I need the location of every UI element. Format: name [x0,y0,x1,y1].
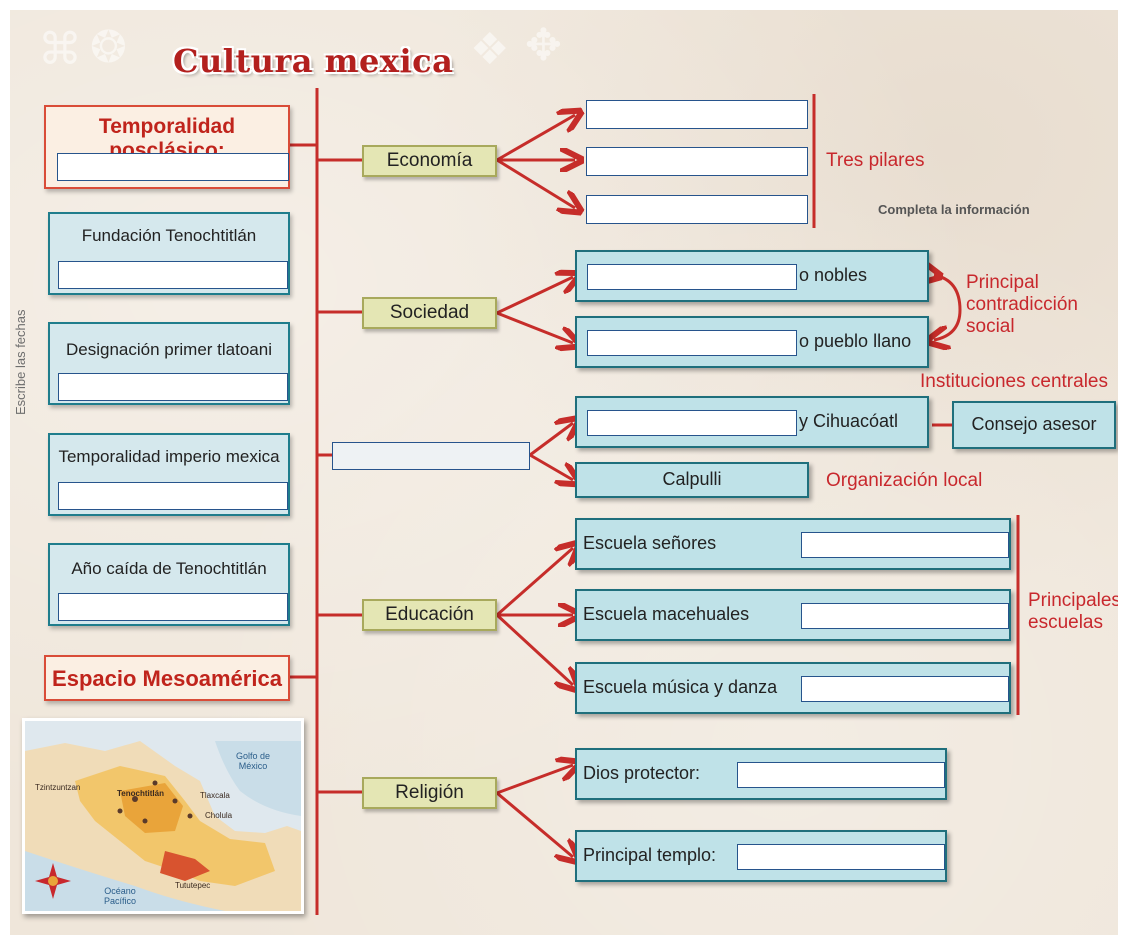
escuela-macehuales-label: Escuela macehuales [583,604,750,624]
category-economia: Economía [362,145,497,177]
calpulli-label: Calpulli [662,469,722,489]
fundacion-input[interactable] [58,261,288,289]
tlatoani-input[interactable] [587,410,797,436]
sociedad-row-nobles: o nobles [575,250,929,302]
gobierno-row-cihuacoatl: y Cihuacóatl [575,396,929,448]
pueblo-label: o pueblo llano [799,331,912,351]
designacion-label: Designación primer tlatoani [66,340,272,359]
escuela-row-1: Escuela señores [575,518,1011,570]
imperio-box: Temporalidad imperio mexica [48,433,290,516]
escuela-senores-label: Escuela señores [583,533,717,553]
map-label-tututepec: Tututepec [175,881,211,890]
instituciones-label: Instituciones centrales [920,371,1108,392]
economia-input-3[interactable] [586,195,808,224]
category-religion: Religión [362,777,497,809]
decorative-glyph-icon: ✥ [525,20,562,71]
calpulli-box: Calpulli [575,462,809,498]
templo-row: Principal templo: [575,830,947,882]
map-label-golfo: Golfo de México [235,751,271,771]
consejo-box: Consejo asesor [952,401,1116,449]
designacion-input[interactable] [58,373,288,401]
instruction-dates: Escribe las fechas [13,309,28,416]
escuela-senores-input[interactable] [801,532,1009,558]
escuela-macehuales-input[interactable] [801,603,1009,629]
templo-label: Principal templo: [583,845,717,865]
imperio-label: Temporalidad imperio mexica [58,447,280,466]
decorative-glyph-icon: ❂ [90,22,127,73]
caida-label: Año caída de Tenochtitlán [71,559,267,578]
fundacion-box: Fundación Tenochtitlán [48,212,290,295]
instruction-complete: Completa la información [878,202,1030,217]
fundacion-label: Fundación Tenochtitlán [81,226,257,245]
map-drawing [25,721,301,911]
category-educacion: Educación [362,599,497,631]
espacio-label: Espacio Mesoamérica [52,666,282,691]
organizacion-label: Organización local [826,470,983,491]
diagram-canvas: ⌘ ❂ ❖ ✥ Cultura mexica [10,10,1118,935]
nobles-input[interactable] [587,264,797,290]
decorative-glyph-icon: ❖ [470,24,510,75]
caida-box: Año caída de Tenochtitlán [48,543,290,626]
principales-escuelas-label: Principales escuelas [1028,590,1118,633]
nobles-label: o nobles [799,265,868,285]
espacio-box: Espacio Mesoamérica [44,655,290,701]
dios-input[interactable] [737,762,945,788]
escuela-musica-input[interactable] [801,676,1009,702]
page-title: Cultura mexica [173,42,454,80]
map-label-oceano: Océano Pacífico [103,886,136,906]
gobierno-input[interactable] [332,442,530,470]
mesoamerica-map: Golfo de México Océano Pacífico Tlaxcala… [22,718,304,914]
economia-input-2[interactable] [586,147,808,176]
economia-input-1[interactable] [586,100,808,129]
contradiccion-label: Principal contradicción social [966,272,1078,337]
category-sociedad: Sociedad [362,297,497,329]
escuela-row-2: Escuela macehuales [575,589,1011,641]
caida-input[interactable] [58,593,288,621]
sociedad-row-pueblo: o pueblo llano [575,316,929,368]
dios-row: Dios protector: [575,748,947,800]
temporalidad-box: Temporalidad posclásico: [44,105,290,189]
escuela-musica-label: Escuela música y danza [583,677,778,697]
consejo-label: Consejo asesor [971,414,1097,434]
connector-lines [290,88,1020,915]
cihuacoatl-label: y Cihuacóatl [799,411,899,431]
dios-label: Dios protector: [583,763,701,783]
decorative-glyph-icon: ⌘ [38,24,82,75]
pueblo-input[interactable] [587,330,797,356]
map-label-tlaxcala: Tlaxcala [200,791,230,800]
map-label-cholula: Cholula [205,811,233,820]
map-label-tzintzuntzan: Tzintzuntzan [35,783,81,792]
escuela-row-3: Escuela música y danza [575,662,1011,714]
templo-input[interactable] [737,844,945,870]
temporalidad-input[interactable] [57,153,289,181]
designacion-box: Designación primer tlatoani [48,322,290,405]
map-label-tenochtitlan: Tenochtitlán [117,789,164,798]
imperio-input[interactable] [58,482,288,510]
tres-pilares-label: Tres pilares [826,150,925,171]
